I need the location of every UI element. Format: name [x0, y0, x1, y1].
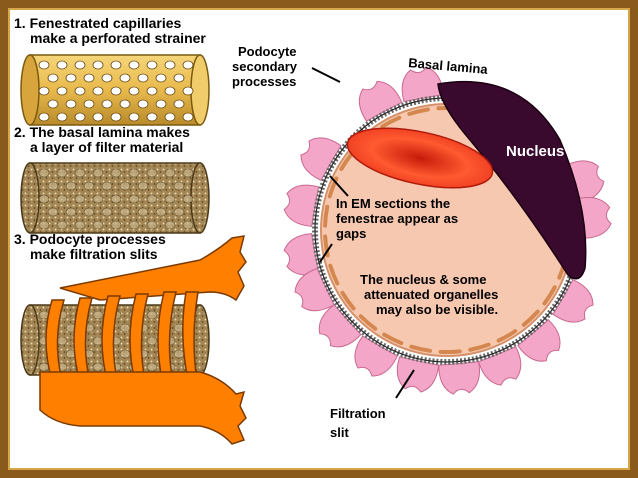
- step-2-title: 2. The basal lamina makes: [14, 124, 190, 140]
- podocyte-label-line1: Podocyte: [238, 44, 297, 59]
- gaps-pointer: [319, 243, 333, 263]
- step-1-subtitle: make a perforated strainer: [30, 30, 206, 46]
- em-pointer: [329, 175, 349, 197]
- organelles-label-line3: may also be visible.: [376, 302, 498, 317]
- nucleus-shape: [437, 80, 587, 280]
- fenestrated-capillary-cylinder: [20, 54, 210, 126]
- filtration-pointer: [395, 369, 415, 399]
- em-label-line3: gaps: [336, 226, 366, 241]
- organelles-label-line1: The nucleus & some: [360, 272, 486, 287]
- filtration-label-line1: Filtration: [330, 406, 386, 421]
- podocyte-pointer: [311, 67, 341, 83]
- em-label-line1: In EM sections the: [336, 196, 450, 211]
- step-3-subtitle: make filtration slits: [30, 246, 158, 262]
- basal-lamina-label: Basal lamina: [408, 55, 489, 77]
- filtration-label-line2: slit: [330, 425, 349, 440]
- inner-frame: [8, 8, 630, 470]
- step-3-title: 3. Podocyte processes: [14, 231, 166, 247]
- podocyte-wrapped-cylinder: [20, 235, 247, 445]
- basal-lamina-cylinder: [20, 162, 210, 234]
- podocyte-foot-processes: [283, 66, 612, 395]
- organelles-label-line2: attenuated organelles: [364, 287, 498, 302]
- podocyte-label-line2: secondary: [232, 59, 298, 74]
- em-label-line2: fenestrae appear as: [336, 211, 458, 226]
- nucleus-label: Nucleus: [506, 143, 564, 160]
- step-1-title: 1. Fenestrated capillaries: [14, 15, 182, 31]
- red-blood-cell: [346, 127, 494, 189]
- podocyte-label-line3: processes: [232, 74, 296, 89]
- watermark-logo: [532, 399, 598, 429]
- step-2-subtitle: a layer of filter material: [30, 139, 183, 155]
